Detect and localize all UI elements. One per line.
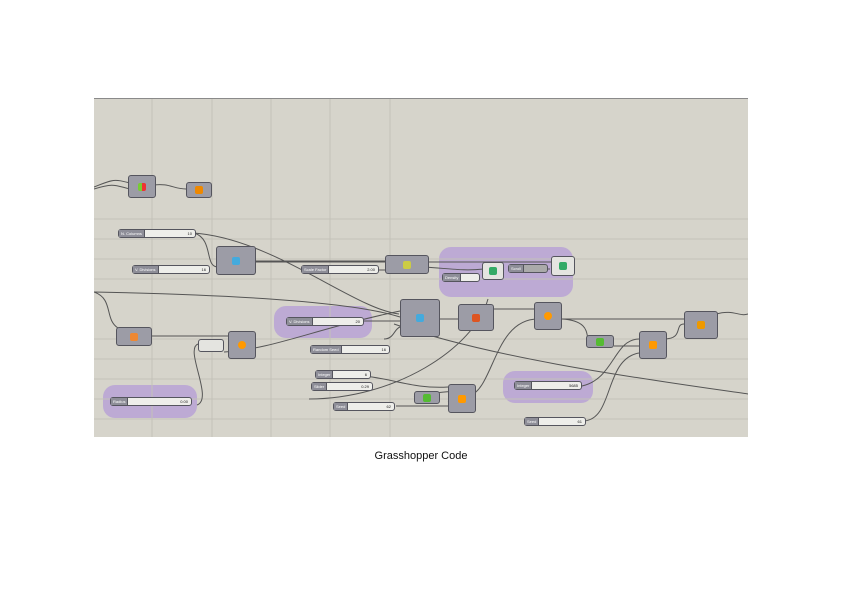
slider-seed[interactable]: Seed 62 [333, 402, 395, 411]
component-icon [458, 394, 466, 403]
slider-value: 20 [355, 319, 360, 324]
group-highlight [439, 247, 573, 297]
slider-n-columns[interactable]: N. Columns 10 [118, 229, 196, 238]
slider-label: Integer [515, 382, 533, 389]
slider-value: 0.00 [180, 399, 188, 404]
component-node[interactable] [448, 384, 476, 413]
slider-value: 16 [201, 267, 206, 272]
component-icon [697, 321, 705, 329]
component-node[interactable] [458, 304, 494, 331]
slider-radius[interactable]: Radius 0.00 [110, 397, 192, 406]
grid-icon [416, 314, 424, 322]
component-node[interactable] [482, 262, 504, 280]
slider-value: 16 [381, 347, 386, 352]
slider-value: 10 [187, 231, 192, 236]
component-icon [403, 260, 411, 269]
slider-value: 2.00 [367, 267, 375, 272]
component-icon [472, 313, 480, 322]
slider-label: Seed [525, 418, 540, 425]
component-node[interactable] [128, 175, 156, 198]
component-node[interactable] [186, 182, 212, 198]
slider-value: 6 [364, 372, 367, 377]
slider-label: Scroll [509, 265, 525, 272]
slider-v-divisions[interactable]: V. Divisions 16 [132, 265, 210, 274]
component-node[interactable] [198, 339, 224, 352]
component-node[interactable] [639, 331, 667, 359]
component-icon [138, 182, 146, 191]
component-node[interactable] [551, 256, 575, 276]
slider-value: 0.29 [361, 384, 369, 389]
slider-label: Integer [316, 371, 334, 378]
component-node[interactable] [228, 331, 256, 359]
grid-icon [232, 256, 240, 265]
figure-caption: Grasshopper Code [374, 450, 468, 462]
component-icon [559, 262, 567, 270]
surface-component[interactable] [216, 246, 256, 275]
slider-label: Scale Factor [302, 266, 330, 273]
slider-seed-2[interactable]: Seed 61 [524, 417, 586, 426]
component-icon [238, 341, 246, 349]
slider-value: 5685 [569, 383, 578, 388]
slider-value: 61 [577, 419, 582, 424]
slider-label: Density [443, 274, 462, 281]
component-node[interactable] [684, 311, 718, 339]
panel-component[interactable] [385, 255, 429, 274]
slider-label: Seed [334, 403, 349, 410]
slider-scale-factor[interactable]: Scale Factor 2.00 [301, 265, 379, 274]
slider-random-seed[interactable]: Random Seed 16 [310, 345, 390, 354]
component-node[interactable] [534, 302, 562, 330]
component-node[interactable] [116, 327, 152, 346]
slider-slider[interactable]: Slider 0.29 [311, 382, 373, 391]
toggle-scroll[interactable]: Scroll [508, 264, 548, 273]
slider-label: V. Divisions [287, 318, 313, 325]
component-icon [130, 332, 138, 341]
component-node[interactable] [586, 335, 614, 348]
slider-integer-2[interactable]: Integer 5685 [514, 381, 582, 390]
slider-label: N. Columns [119, 230, 145, 237]
slider-label: Radius [111, 398, 129, 405]
component-icon [544, 312, 552, 320]
panel-density[interactable]: Density [442, 273, 480, 282]
surface-component[interactable] [400, 299, 440, 337]
slider-label: V. Divisions [133, 266, 159, 273]
slider-label: Slider [312, 383, 328, 390]
component-node[interactable] [414, 391, 440, 404]
slider-v-divisions-2[interactable]: V. Divisions 20 [286, 317, 364, 326]
grasshopper-canvas: N. Columns 10 V. Divisions 16 Scale Factor… [94, 98, 748, 437]
slider-value: 62 [386, 404, 391, 409]
slider-integer[interactable]: Integer 6 [315, 370, 371, 379]
component-icon [423, 393, 431, 402]
component-icon [195, 186, 203, 194]
component-icon [596, 337, 604, 346]
slider-label: Random Seed [311, 346, 342, 353]
component-icon [489, 267, 497, 275]
component-icon [649, 341, 657, 349]
